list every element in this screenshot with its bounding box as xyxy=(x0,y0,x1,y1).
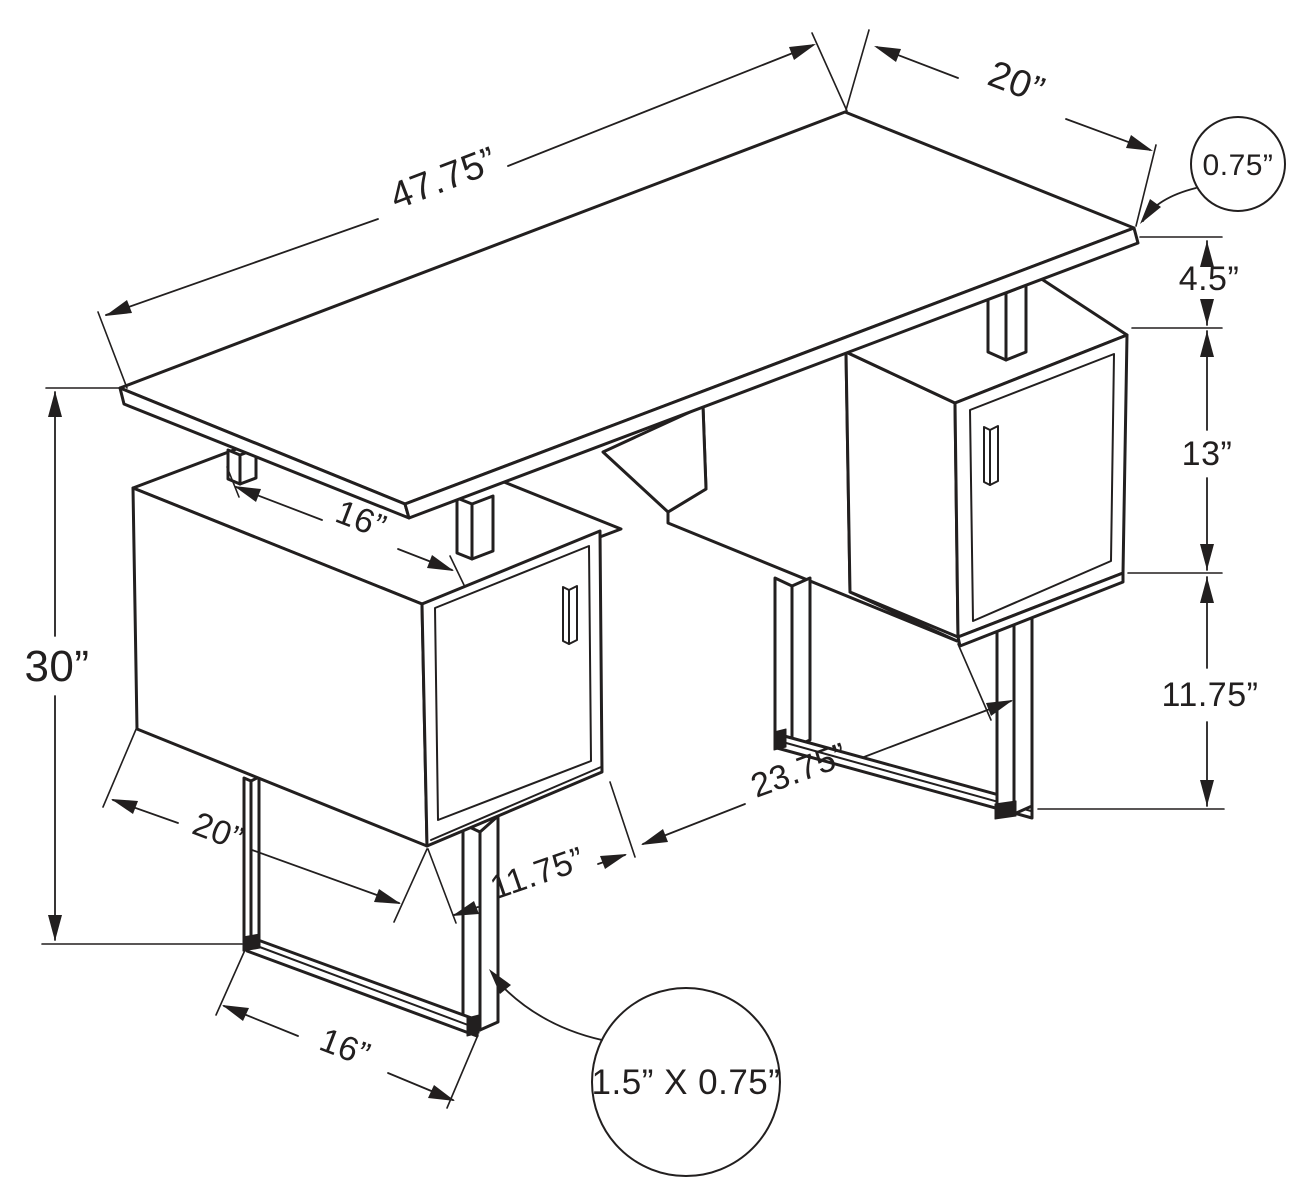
dim-label-overall-height: 30” xyxy=(24,642,89,691)
ext-tick xyxy=(609,781,636,858)
left-leg-back-post xyxy=(461,822,482,1032)
desk-top xyxy=(118,110,1140,520)
ext-tick xyxy=(215,949,246,1016)
ext-tick xyxy=(845,29,870,111)
dim-label-leg-tube: 1.5” X 0.75” xyxy=(592,1063,781,1102)
center-panel-end-face xyxy=(601,404,708,514)
ext-tick xyxy=(446,1034,479,1109)
ext-tick xyxy=(102,726,138,808)
arrowhead-icon xyxy=(234,486,261,502)
dim-overall-height: 30” xyxy=(24,387,243,945)
left-leg-back-post-side xyxy=(478,814,500,1032)
right-pedestal-door-gap xyxy=(969,353,1115,622)
ext-tick xyxy=(811,32,848,112)
post-face xyxy=(226,448,242,486)
arrowhead-icon xyxy=(1200,780,1214,806)
right-pedestal-post xyxy=(986,283,1028,362)
right-pedestal xyxy=(844,276,1129,648)
arrowhead-icon xyxy=(452,901,479,916)
right-leg-back-post xyxy=(773,576,794,750)
arrowhead-icon xyxy=(789,44,816,60)
arrowhead-icon xyxy=(1200,544,1214,570)
dim-line xyxy=(251,849,400,904)
ext-tick xyxy=(226,466,240,498)
dim-label-pedestal-to-floor: 11.75” xyxy=(1162,676,1259,714)
arrowhead-icon xyxy=(600,854,627,869)
ext-tick xyxy=(957,643,992,721)
left-pedestal-bottom-band xyxy=(430,766,602,841)
left-pedestal-door-face xyxy=(420,529,604,848)
right-leg-back-post-side xyxy=(790,576,812,750)
left-leg-rail-edge xyxy=(248,942,477,1029)
right-leg xyxy=(773,576,1034,820)
arrowhead-icon xyxy=(1200,299,1214,325)
right-leg-front-foot xyxy=(994,800,1017,820)
arrowhead-icon xyxy=(1200,331,1214,357)
dim-label-pedestal-height: 13” xyxy=(1182,435,1233,473)
arrowhead-icon xyxy=(1126,135,1153,151)
dim-label-gap: 4.5” xyxy=(1179,260,1240,298)
left-leg-front-post-side xyxy=(249,775,261,949)
ext-tick xyxy=(427,848,457,924)
right-leg-front-post-side xyxy=(1012,610,1034,816)
callout-top-thickness: 0.75” xyxy=(1140,116,1286,224)
leader-line xyxy=(498,982,603,1041)
arrowhead-icon xyxy=(105,300,132,316)
right-leg-rail-edge xyxy=(778,740,1032,812)
dim-line xyxy=(507,44,814,167)
arrowhead-icon xyxy=(48,915,62,941)
dim-right-chain: 4.5” 13” 11.75” xyxy=(1037,236,1259,810)
callout-circle xyxy=(591,987,781,1177)
right-leg-front-post xyxy=(995,610,1016,816)
ext-tick xyxy=(449,555,465,586)
dim-line xyxy=(105,218,379,316)
left-pedestal-posts xyxy=(226,447,495,561)
post2-face xyxy=(455,496,474,561)
right-door-handle xyxy=(983,425,999,486)
left-pedestal xyxy=(131,411,623,848)
arrowhead-icon xyxy=(1200,577,1214,603)
arrowhead-icon xyxy=(489,969,511,994)
left-leg-front-foot xyxy=(242,933,261,952)
arrowhead-icon xyxy=(428,1085,455,1101)
ext-tick xyxy=(1135,144,1157,227)
arrowhead-icon xyxy=(222,1005,249,1021)
handle-side xyxy=(568,585,578,645)
post-side xyxy=(1004,283,1028,362)
arrowhead-icon xyxy=(111,799,138,814)
arrowhead-icon xyxy=(1140,199,1161,224)
left-leg-back-foot xyxy=(466,1014,480,1037)
arrowhead-icon xyxy=(874,46,901,62)
post2-side xyxy=(470,494,495,561)
arrowhead-icon xyxy=(48,391,62,417)
dim-label-top-thickness: 0.75” xyxy=(1203,149,1274,182)
arrowhead-icon xyxy=(374,889,401,904)
ext-tick xyxy=(393,848,428,923)
dim-line xyxy=(863,700,1012,758)
callout-leg-tube: 1.5” X 0.75” xyxy=(489,969,781,1177)
left-pedestal-door-gap xyxy=(434,545,592,821)
left-door-handle xyxy=(562,585,578,645)
desktop-front-edge xyxy=(403,226,1140,520)
arrowhead-icon xyxy=(641,829,668,845)
arrowhead-icon xyxy=(427,555,454,571)
callout-circle xyxy=(1190,116,1286,212)
right-leg-back-foot xyxy=(773,728,787,751)
right-pedestal-bottom-band xyxy=(956,571,1125,648)
handle-side xyxy=(989,425,999,486)
arrowhead-icon xyxy=(1200,241,1214,267)
arrowhead-icon xyxy=(986,700,1013,716)
ext-tick xyxy=(97,311,128,389)
